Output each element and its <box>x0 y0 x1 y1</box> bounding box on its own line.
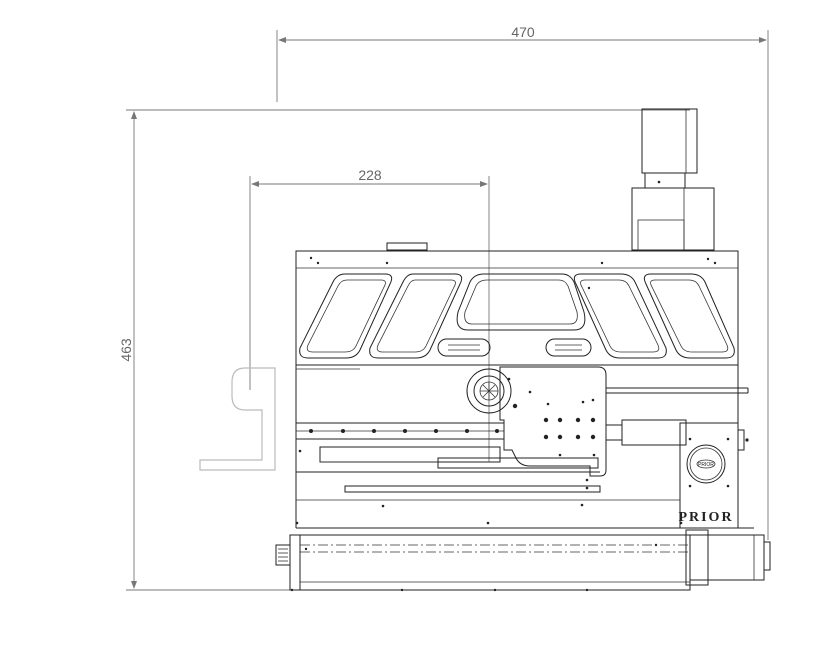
cover-cutout-1 <box>299 273 393 359</box>
cover-cutout-5 <box>643 273 735 359</box>
dimension-overall-width: 470 <box>276 24 769 540</box>
lower-carriage <box>296 446 680 508</box>
stage-insert-plate <box>499 366 607 477</box>
overall-height-label: 463 <box>118 338 134 362</box>
top-cover-plate <box>295 242 739 366</box>
base-motor <box>689 534 765 581</box>
motor-lower-block <box>631 187 715 251</box>
stage-travel-ghost-outline <box>199 367 276 471</box>
slot-left <box>437 338 491 357</box>
cover-cutout-4 <box>573 273 667 359</box>
dimension-overall-height: 463 <box>118 109 690 591</box>
slot-right <box>545 338 592 357</box>
motor-upper-block <box>641 108 698 174</box>
base-section <box>275 521 771 592</box>
prior-badge-text: PRIOR <box>698 462 714 468</box>
focus-knob <box>466 368 512 414</box>
motor-tower <box>631 108 715 251</box>
stage-width-label: 228 <box>358 167 382 183</box>
stage-frame: PRIOR PRIOR <box>295 365 749 529</box>
cover-plate-outline <box>295 250 739 366</box>
prior-badge-disc <box>686 444 726 484</box>
prior-logo-text: PRIOR <box>678 510 733 525</box>
overall-width-label: 470 <box>511 24 535 40</box>
dimension-stage-width: 228 <box>249 167 490 462</box>
joystick-rod <box>606 387 749 394</box>
motor-housing-right: PRIOR PRIOR <box>606 419 749 529</box>
drive-rail <box>295 422 505 453</box>
cover-cutout-2 <box>369 273 463 359</box>
cover-cutout-center <box>456 273 586 331</box>
